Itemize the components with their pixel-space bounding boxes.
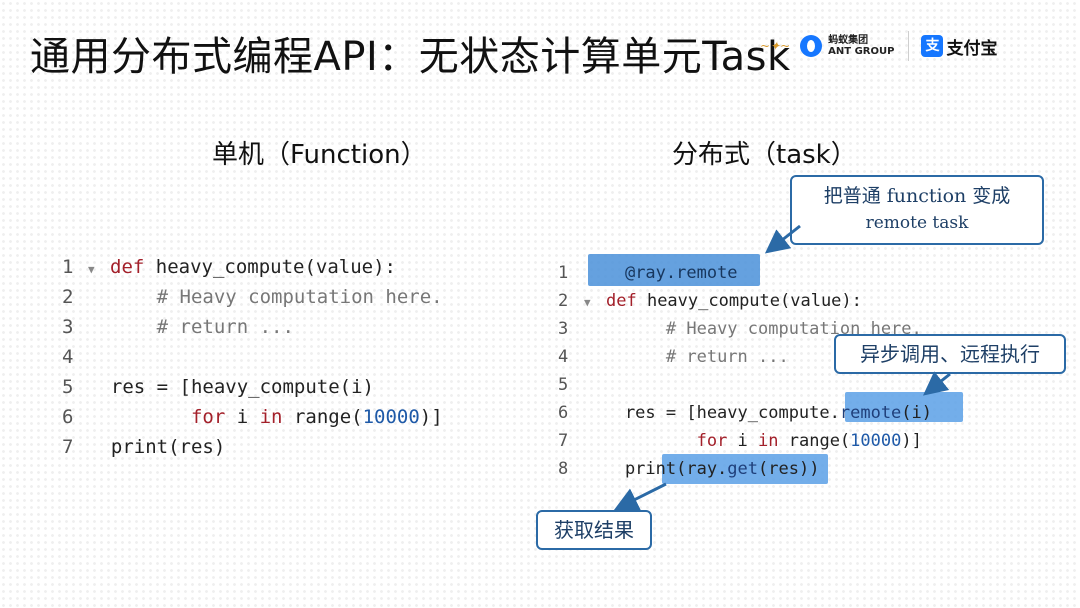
fold-arrow-icon: ▼ — [88, 263, 95, 276]
left-heading: 单机（Function） — [212, 140, 427, 170]
alipay-icon: 支 — [921, 35, 944, 57]
callout-async-remote: 异步调用、远程执行 — [834, 334, 1066, 374]
alipay-logo-text: 支付宝 — [946, 38, 998, 59]
spark-logo: ~✦~ — [760, 39, 791, 53]
right-heading: 分布式（task） — [672, 140, 857, 170]
code-line: 2 # Heavy computation here. — [62, 286, 443, 308]
code-line: 8 print(ray.get(res)) — [558, 459, 820, 479]
code-line: 1▼def heavy_compute(value): — [62, 252, 396, 282]
code-line: 5 — [558, 375, 569, 395]
slide-title: 通用分布式编程API：无状态计算单元Task — [30, 34, 791, 80]
callout-get-result: 获取结果 — [536, 510, 652, 550]
callout-remote-task: 把普通 function 变成 remote task — [790, 175, 1044, 245]
code-line: 6 res = [heavy_compute.remote(i) — [558, 403, 933, 423]
code-line: 5 res = [heavy_compute(i) — [62, 376, 374, 398]
code-line: 2▼def heavy_compute(value): — [558, 286, 862, 316]
code-line: 7 print(res) — [62, 436, 226, 458]
code-line: 4 — [62, 346, 74, 368]
highlight-decorator — [588, 254, 760, 286]
arrow-to-decorator — [764, 224, 801, 254]
highlight-ray-get — [662, 454, 828, 484]
code-line: 4 # return ... — [558, 347, 789, 367]
fold-arrow-icon: ▼ — [584, 296, 591, 309]
ant-group-icon — [800, 35, 823, 57]
arrow-to-remote-call — [922, 371, 951, 396]
arrow-to-ray-get — [613, 482, 667, 511]
code-line: 1 @ray.remote — [558, 263, 738, 283]
code-line: 7 for i in range(10000)] — [558, 431, 922, 451]
logo-separator — [908, 31, 910, 61]
code-line: 3 # return ... — [62, 316, 294, 338]
code-line: 6 for i in range(10000)] — [62, 406, 443, 428]
highlight-remote-call — [845, 392, 963, 422]
